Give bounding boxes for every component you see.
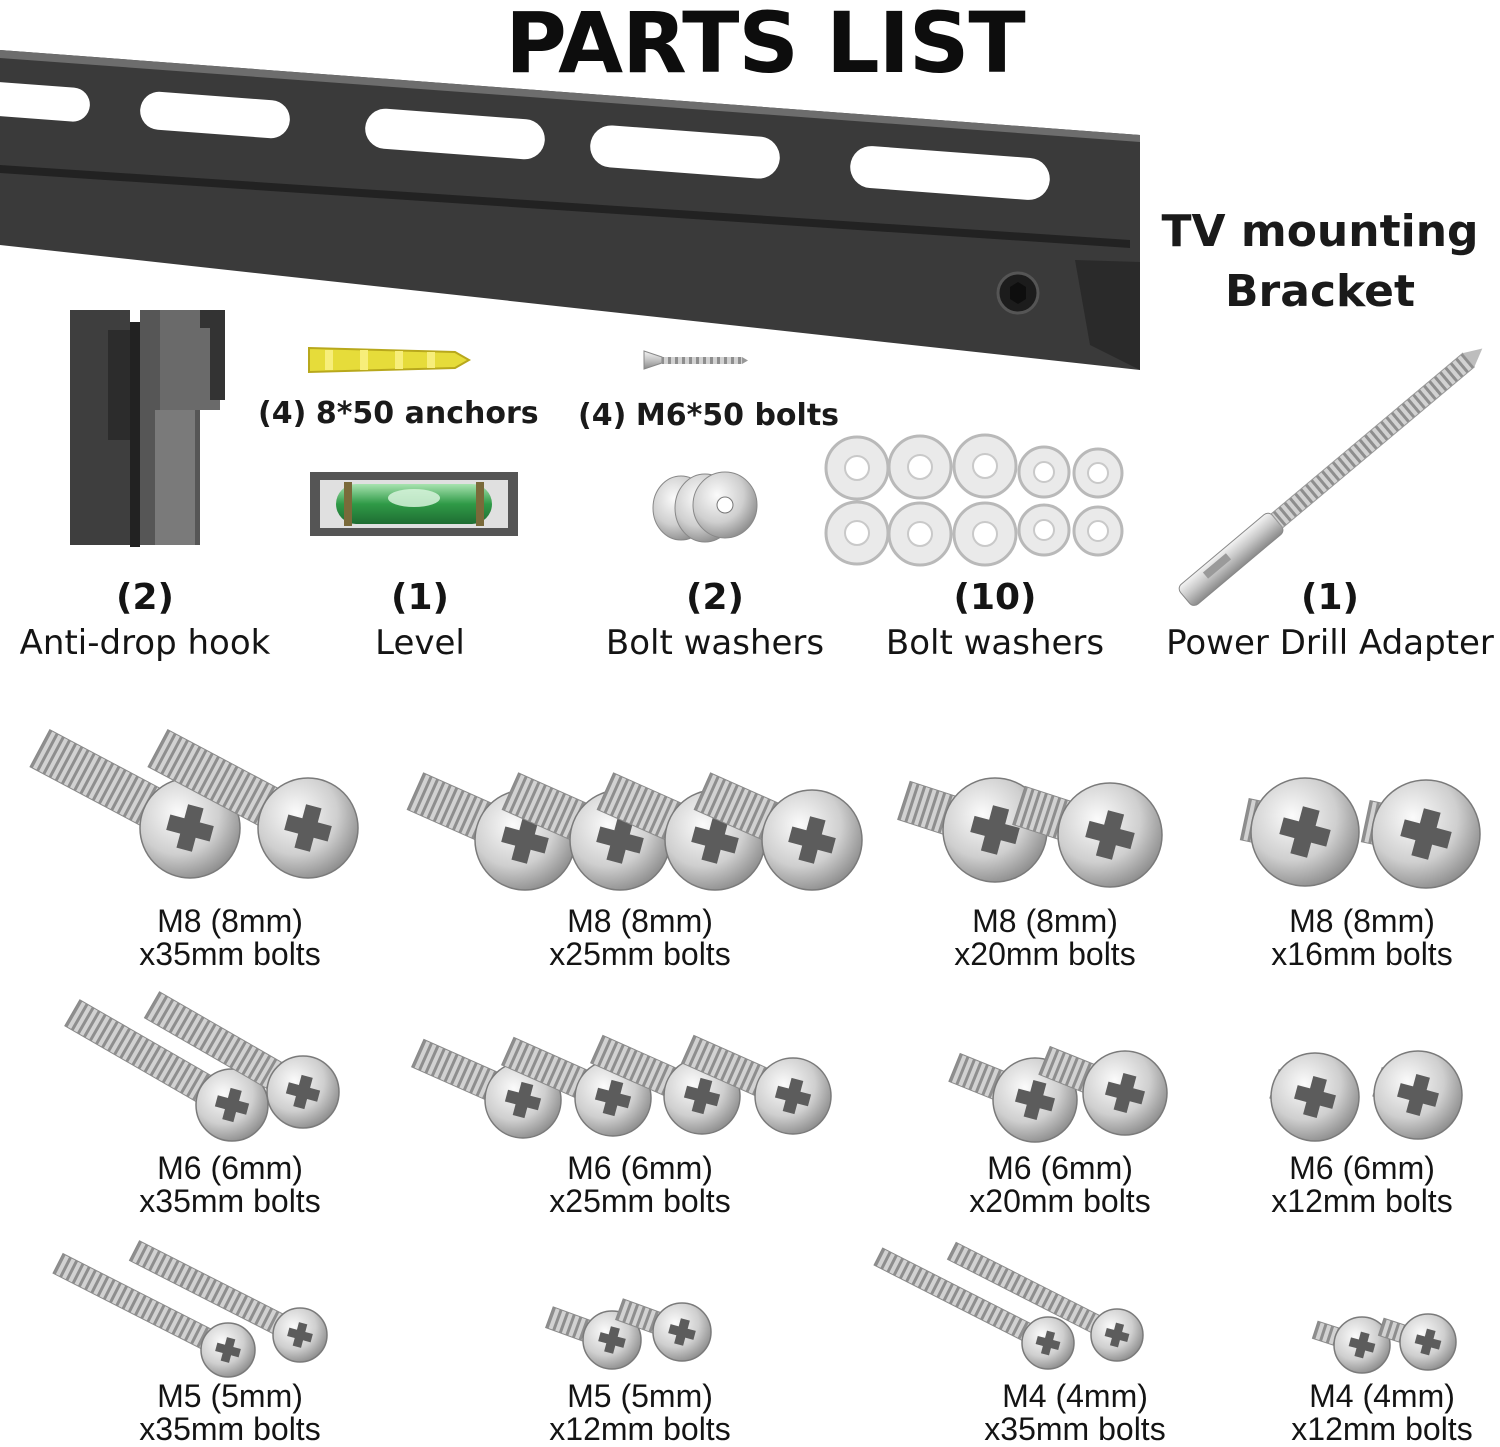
bolt-group-m8-35: M8 (8mm)x35mm bolts — [90, 905, 370, 971]
part-name: Power Drill Adapter — [1166, 623, 1494, 663]
bolt-length: x12mm bolts — [1271, 1183, 1453, 1219]
bolt-icon — [1311, 1316, 1391, 1374]
bolt-group-m4-35: M4 (4mm)x35mm bolts — [935, 1380, 1215, 1446]
part-qty: (2) — [116, 577, 174, 618]
part-qty: (10) — [953, 577, 1037, 618]
anchors-name: 8*50 anchors — [315, 396, 539, 431]
bolt-icon — [52, 1252, 256, 1378]
bolt-group-m5-35: M5 (5mm)x35mm bolts — [90, 1380, 370, 1446]
bolt-size: M5 (5mm) — [157, 1378, 303, 1414]
bolt-group-m6-25: M6 (6mm)x25mm bolts — [500, 1152, 780, 1218]
bolt-length: x16mm bolts — [1271, 936, 1453, 972]
m6-long-bolt-image — [643, 350, 748, 370]
bolt-icon — [873, 1247, 1075, 1370]
bolt-group-m5-12: M5 (5mm)x12mm bolts — [500, 1380, 780, 1446]
bolt-group-m6-12: M6 (6mm)x12mm bolts — [1222, 1152, 1500, 1218]
part-name: Bolt washers — [885, 623, 1105, 663]
bolt-size: M4 (4mm) — [1002, 1378, 1148, 1414]
bolt-icon — [1012, 782, 1163, 888]
bolt-size: M8 (8mm) — [567, 903, 713, 939]
part-name: Level — [375, 623, 465, 663]
bolt-icon — [615, 1298, 712, 1362]
bolt-icon — [1038, 1045, 1168, 1136]
bolt-icon — [64, 999, 269, 1142]
bolt-washers-2-image — [652, 471, 758, 543]
bolt-size: M8 (8mm) — [972, 903, 1118, 939]
m6-50-bolts-name: M6*50 bolts — [635, 398, 840, 433]
bracket-label-line1: TV mounting — [1161, 206, 1479, 257]
bolt-icon — [1372, 1050, 1463, 1140]
bolt-size: M8 (8mm) — [157, 903, 303, 939]
bolt-group-m8-16: M8 (8mm)x16mm bolts — [1222, 905, 1500, 971]
bolt-icon — [147, 728, 359, 879]
anchors-label: (4) 8*50 anchors — [258, 396, 539, 431]
bolt-icon — [143, 991, 340, 1129]
anchors-qty: (4) — [258, 396, 307, 431]
bolt-icon — [545, 1306, 642, 1370]
bolt-washers-10-image — [824, 433, 1124, 567]
page-title: PARTS LIST — [505, 0, 1025, 92]
bolt-length: x20mm bolts — [954, 936, 1136, 972]
bracket-label: TV mounting Bracket — [1140, 202, 1500, 322]
bolt-icon — [1239, 777, 1360, 887]
bolt-icon — [1269, 1052, 1360, 1142]
bolt-length: x20mm bolts — [969, 1183, 1151, 1219]
power-drill-adapter-image — [1178, 348, 1483, 606]
part-name: Anti-drop hook — [19, 623, 271, 663]
part-bolt-washers-2: (2) Bolt washers — [590, 576, 840, 666]
part-bolt-washers-10: (10) Bolt washers — [870, 576, 1120, 666]
bolt-icon — [1360, 779, 1481, 889]
bolt-icon — [680, 1034, 832, 1135]
m6-50-bolts-label: (4) M6*50 bolts — [578, 398, 839, 433]
bolt-icon — [946, 1241, 1144, 1362]
part-level: (1) Level — [320, 576, 520, 666]
bolt-length: x35mm bolts — [984, 1411, 1166, 1447]
bolt-group-m8-25: M8 (8mm)x25mm bolts — [500, 905, 780, 971]
bolt-length: x25mm bolts — [549, 1183, 731, 1219]
bolt-icon — [1377, 1313, 1457, 1371]
bolt-length: x25mm bolts — [549, 936, 731, 972]
bolt-group-m8-20: M8 (8mm)x20mm bolts — [905, 905, 1185, 971]
bracket-label-line2: Bracket — [1225, 266, 1415, 317]
wall-anchor-image — [308, 346, 472, 374]
bolt-icon — [29, 728, 241, 879]
part-qty: (2) — [686, 577, 744, 618]
bolt-length: x35mm bolts — [139, 1183, 321, 1219]
bolt-length: x12mm bolts — [549, 1411, 731, 1447]
part-qty: (1) — [391, 577, 449, 618]
part-anti-drop-hook: (2) Anti-drop hook — [0, 576, 290, 666]
bolt-group-m6-35: M6 (6mm)x35mm bolts — [90, 1152, 370, 1218]
part-qty: (1) — [1301, 577, 1359, 618]
anti-drop-hook-image — [70, 310, 225, 547]
bolt-length: x35mm bolts — [139, 1411, 321, 1447]
bolt-size: M6 (6mm) — [567, 1150, 713, 1186]
part-name: Bolt washers — [605, 623, 825, 663]
tv-mounting-bracket-image — [0, 50, 1140, 370]
bolt-length: x12mm bolts — [1291, 1411, 1473, 1447]
bolt-size: M4 (4mm) — [1309, 1378, 1455, 1414]
bolt-group-m4-12: M4 (4mm)x12mm bolts — [1242, 1380, 1500, 1446]
bolt-size: M6 (6mm) — [987, 1150, 1133, 1186]
m6-50-bolts-qty: (4) — [578, 398, 627, 433]
bolt-icon — [128, 1240, 328, 1363]
level-image — [310, 472, 518, 536]
bolt-size: M6 (6mm) — [1289, 1150, 1435, 1186]
bolt-group-m6-20: M6 (6mm)x20mm bolts — [920, 1152, 1200, 1218]
bolt-length: x35mm bolts — [139, 936, 321, 972]
bolt-size: M6 (6mm) — [157, 1150, 303, 1186]
bolt-icon — [693, 772, 863, 891]
bolt-size: M8 (8mm) — [1289, 903, 1435, 939]
part-power-drill-adapter: (1) Power Drill Adapter — [1160, 576, 1500, 666]
bolt-size: M5 (5mm) — [567, 1378, 713, 1414]
